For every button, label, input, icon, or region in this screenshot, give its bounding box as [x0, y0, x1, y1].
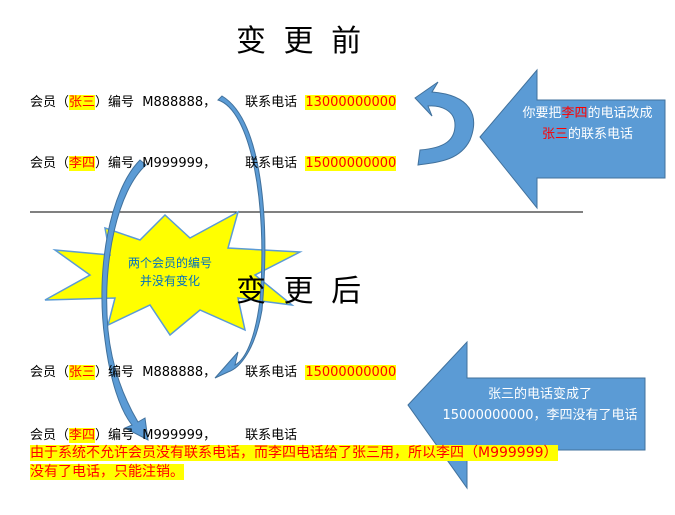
callout-text: 你要把	[522, 106, 562, 121]
member-name: 李四	[69, 428, 96, 443]
before-row-lisi: 会员（李四）编号 M999999， 联系电话 15000000000	[30, 152, 397, 171]
callout-name: 李四	[561, 106, 588, 121]
row-prefix: 会员（	[30, 156, 70, 171]
callout-1-text: 你要把李四的电话改成 张三的联系电话	[510, 103, 665, 145]
member-name: 张三	[69, 95, 96, 110]
note-line-1: 由于系统不允许会员没有联系电话，而李四电话给了张三用，所以李四（M999999）	[30, 445, 558, 461]
callout-text: 的电话改成	[587, 106, 653, 121]
callout-arrow-1	[479, 68, 666, 210]
curved-arrow-lisi	[101, 159, 149, 441]
member-phone: 15000000000	[305, 365, 397, 380]
curved-arrow-zhangsan	[214, 95, 266, 379]
burst-line-1: 两个会员的编号	[127, 256, 212, 270]
member-phone: 13000000000	[305, 95, 397, 110]
row-id: ）编号 M999999， 联系电话	[95, 428, 298, 443]
member-phone: 15000000000	[305, 156, 397, 171]
explanation-note: 由于系统不允许会员没有联系电话，而李四电话给了张三用，所以李四（M999999）…	[30, 444, 558, 482]
before-row-zhangsan: 会员（张三）编号 M888888， 联系电话 13000000000	[30, 91, 397, 110]
member-name: 李四	[69, 156, 96, 171]
note-line-2: 没有了电话，只能注销。	[30, 464, 184, 480]
row-prefix: 会员（	[30, 95, 70, 110]
row-id: ）编号 M888888， 联系电话	[95, 365, 306, 380]
callout-line-1: 张三的电话变成了	[487, 387, 592, 402]
callout-arrow-2	[407, 340, 646, 490]
curved-arrow-swap	[414, 81, 475, 166]
callout-text: 的联系电话	[568, 127, 634, 142]
row-prefix: 会员（	[30, 428, 70, 443]
member-name: 张三	[69, 365, 96, 380]
before-title: 变 更 前	[236, 24, 366, 59]
callout-2-text: 张三的电话变成了 15000000000，李四没有了电话	[440, 384, 640, 426]
row-prefix: 会员（	[30, 365, 70, 380]
starburst-text: 两个会员的编号 并没有变化	[110, 254, 230, 290]
row-id: ）编号 M999999， 联系电话	[95, 156, 306, 171]
after-row-lisi: 会员（李四）编号 M999999， 联系电话	[30, 424, 297, 443]
callout-line-2: 15000000000，李四没有了电话	[442, 408, 638, 423]
after-title: 变 更 后	[236, 274, 366, 309]
after-row-zhangsan: 会员（张三）编号 M888888， 联系电话 15000000000	[30, 361, 397, 380]
row-id: ）编号 M888888， 联系电话	[95, 95, 306, 110]
burst-line-2: 并没有变化	[139, 274, 200, 288]
callout-name: 张三	[541, 127, 568, 142]
